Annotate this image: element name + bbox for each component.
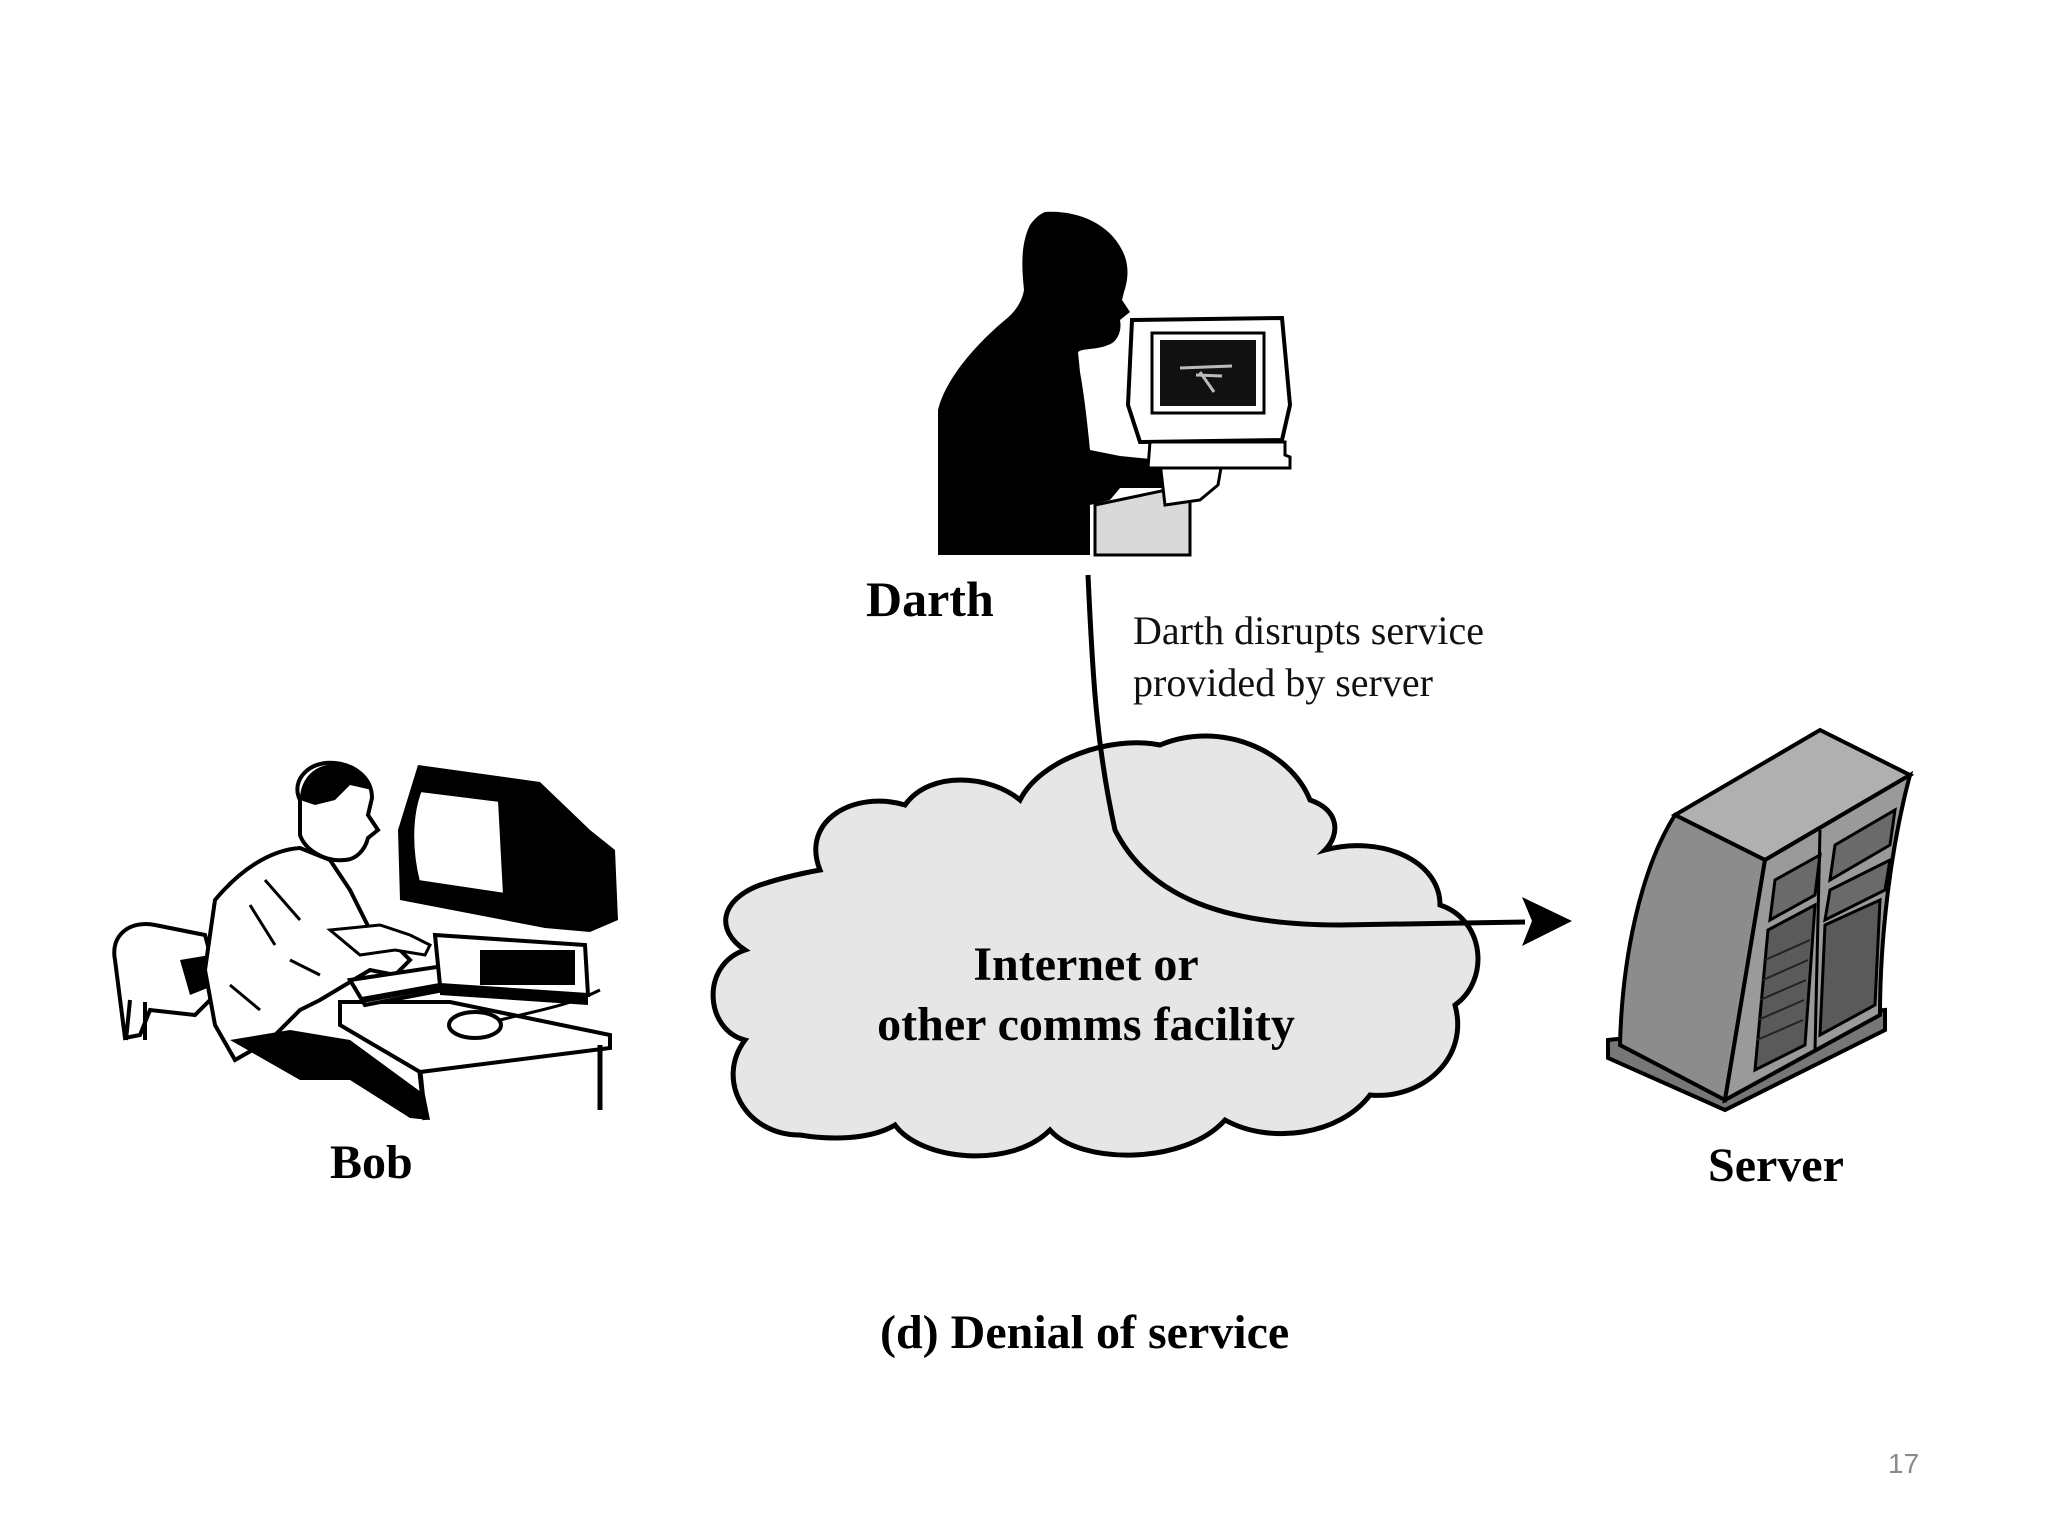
server-tower-icon — [1606, 727, 1915, 1113]
curved-arrow-icon — [1085, 574, 1572, 946]
silhouette-person-at-computer-icon — [938, 211, 1293, 557]
network-cloud-icon — [710, 733, 1481, 1159]
server-label: Server — [1708, 1139, 1844, 1192]
bob-label: Bob — [330, 1136, 413, 1189]
cloud-label-line-2: other comms facility — [877, 998, 1295, 1051]
cloud-label-line-1: Internet or — [973, 938, 1199, 991]
page-number: 17 — [1888, 1448, 1920, 1479]
darth-label: Darth — [866, 571, 994, 627]
annotation-line-2: provided by server — [1133, 660, 1433, 705]
figure-caption: (d) Denial of service — [880, 1306, 1290, 1359]
person-typing-at-computer-icon — [112, 760, 618, 1121]
annotation-line-1: Darth disrupts service — [1133, 608, 1485, 653]
